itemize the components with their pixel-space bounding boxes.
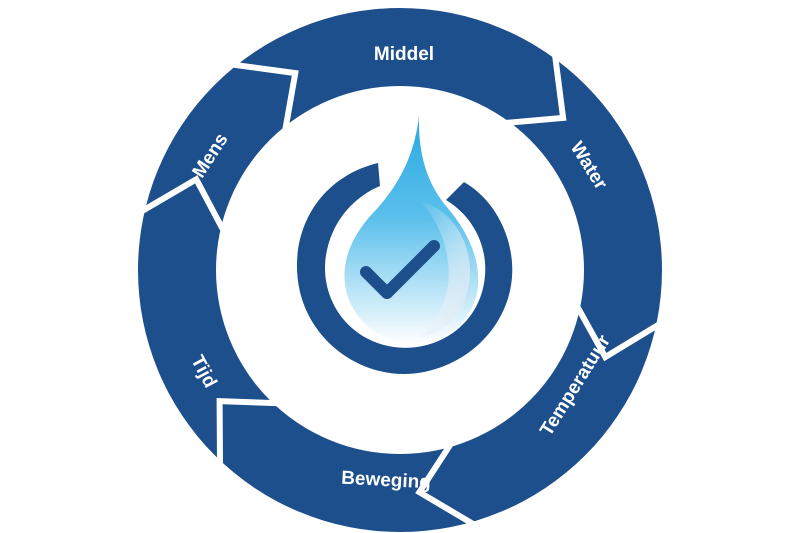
separator-mens-middel xyxy=(233,61,299,130)
segment-label-middel: Middel xyxy=(374,44,434,65)
separator-temperatuur-beweging xyxy=(415,443,475,527)
segment-separators xyxy=(141,56,660,527)
separator-tijd-mens xyxy=(141,175,226,231)
drop-shading xyxy=(418,200,470,338)
separator-middel-water xyxy=(506,56,567,126)
segment-label-beweging: Beweging xyxy=(341,468,432,494)
check-icon xyxy=(360,240,440,299)
water-drop-check-icon xyxy=(296,116,513,374)
separator-water-temperatuur xyxy=(575,306,660,362)
separator-beweging-tijd xyxy=(216,397,277,464)
